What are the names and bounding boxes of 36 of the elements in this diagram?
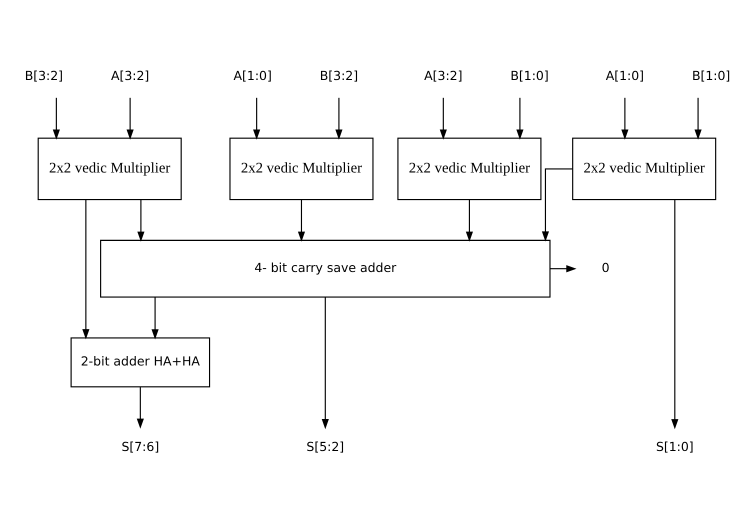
node-text: S[5:2] xyxy=(306,438,344,454)
node-text: S[7:6] xyxy=(121,438,160,454)
arrow xyxy=(694,97,702,140)
arrow xyxy=(440,97,447,140)
node-text: B[1:0] xyxy=(510,68,549,83)
node-text: A[1:0] xyxy=(234,68,272,83)
node-box: 2x2 vedic Multiplier xyxy=(572,137,716,200)
arrow xyxy=(136,386,144,428)
arrow xyxy=(322,296,329,429)
node-box: 2-bit adder HA+HA xyxy=(70,336,210,387)
arrow xyxy=(466,199,473,242)
node-text: 0 xyxy=(602,259,610,274)
arrow xyxy=(152,296,159,339)
arrow xyxy=(621,97,628,140)
arrow xyxy=(298,199,306,242)
node-text: A[3:2] xyxy=(424,68,462,83)
node-text: A[1:0] xyxy=(606,68,644,83)
node-box: 2x2 vedic Multiplier xyxy=(397,137,542,200)
arrow xyxy=(671,199,678,429)
arrow xyxy=(550,264,576,272)
arrow xyxy=(126,97,134,140)
node-box: 2x2 vedic Multiplier xyxy=(229,137,374,200)
node-text: B[3:2] xyxy=(24,68,64,83)
arrow xyxy=(253,97,260,140)
node-box: 2x2 vedic Multiplier xyxy=(38,137,182,200)
arrow xyxy=(516,97,524,140)
node-text: B[3:2] xyxy=(320,68,358,83)
arrow xyxy=(52,97,60,140)
node-box: 4- bit carry save adder xyxy=(100,239,551,298)
node-text: S[1:0] xyxy=(656,438,694,454)
arrow xyxy=(82,199,90,339)
arrow xyxy=(335,97,342,140)
node-text: A[3:2] xyxy=(110,68,150,83)
arrow xyxy=(137,199,144,242)
node-text: B[1:0] xyxy=(692,68,730,83)
arrow xyxy=(542,168,572,242)
